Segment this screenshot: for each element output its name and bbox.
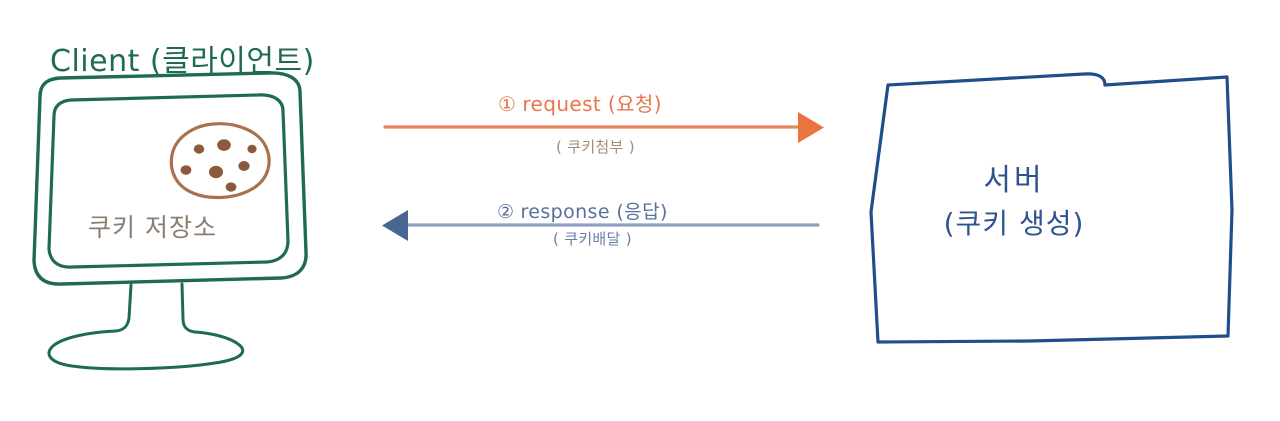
server-box bbox=[869, 72, 1234, 344]
request-arrow bbox=[383, 112, 824, 143]
cookie-chip bbox=[217, 139, 231, 151]
cookie-chip bbox=[193, 144, 205, 154]
request-arrow-head bbox=[798, 112, 824, 143]
cookie-chip bbox=[209, 165, 223, 179]
server-box-outline bbox=[869, 72, 1234, 344]
cookie-chip bbox=[180, 165, 192, 175]
client-monitor bbox=[32, 71, 308, 371]
monitor-base bbox=[47, 329, 245, 371]
response-arrow-head bbox=[382, 210, 408, 241]
cookie-chip bbox=[225, 182, 237, 192]
cookie-icon bbox=[169, 122, 271, 200]
monitor-neck bbox=[114, 283, 133, 333]
monitor-neck-right bbox=[180, 282, 197, 334]
cookie-chip bbox=[247, 144, 257, 154]
response-arrow bbox=[382, 210, 820, 241]
monitor-outer-frame bbox=[32, 71, 308, 286]
cookie-outline bbox=[169, 122, 271, 200]
cookie-chip bbox=[238, 161, 250, 171]
